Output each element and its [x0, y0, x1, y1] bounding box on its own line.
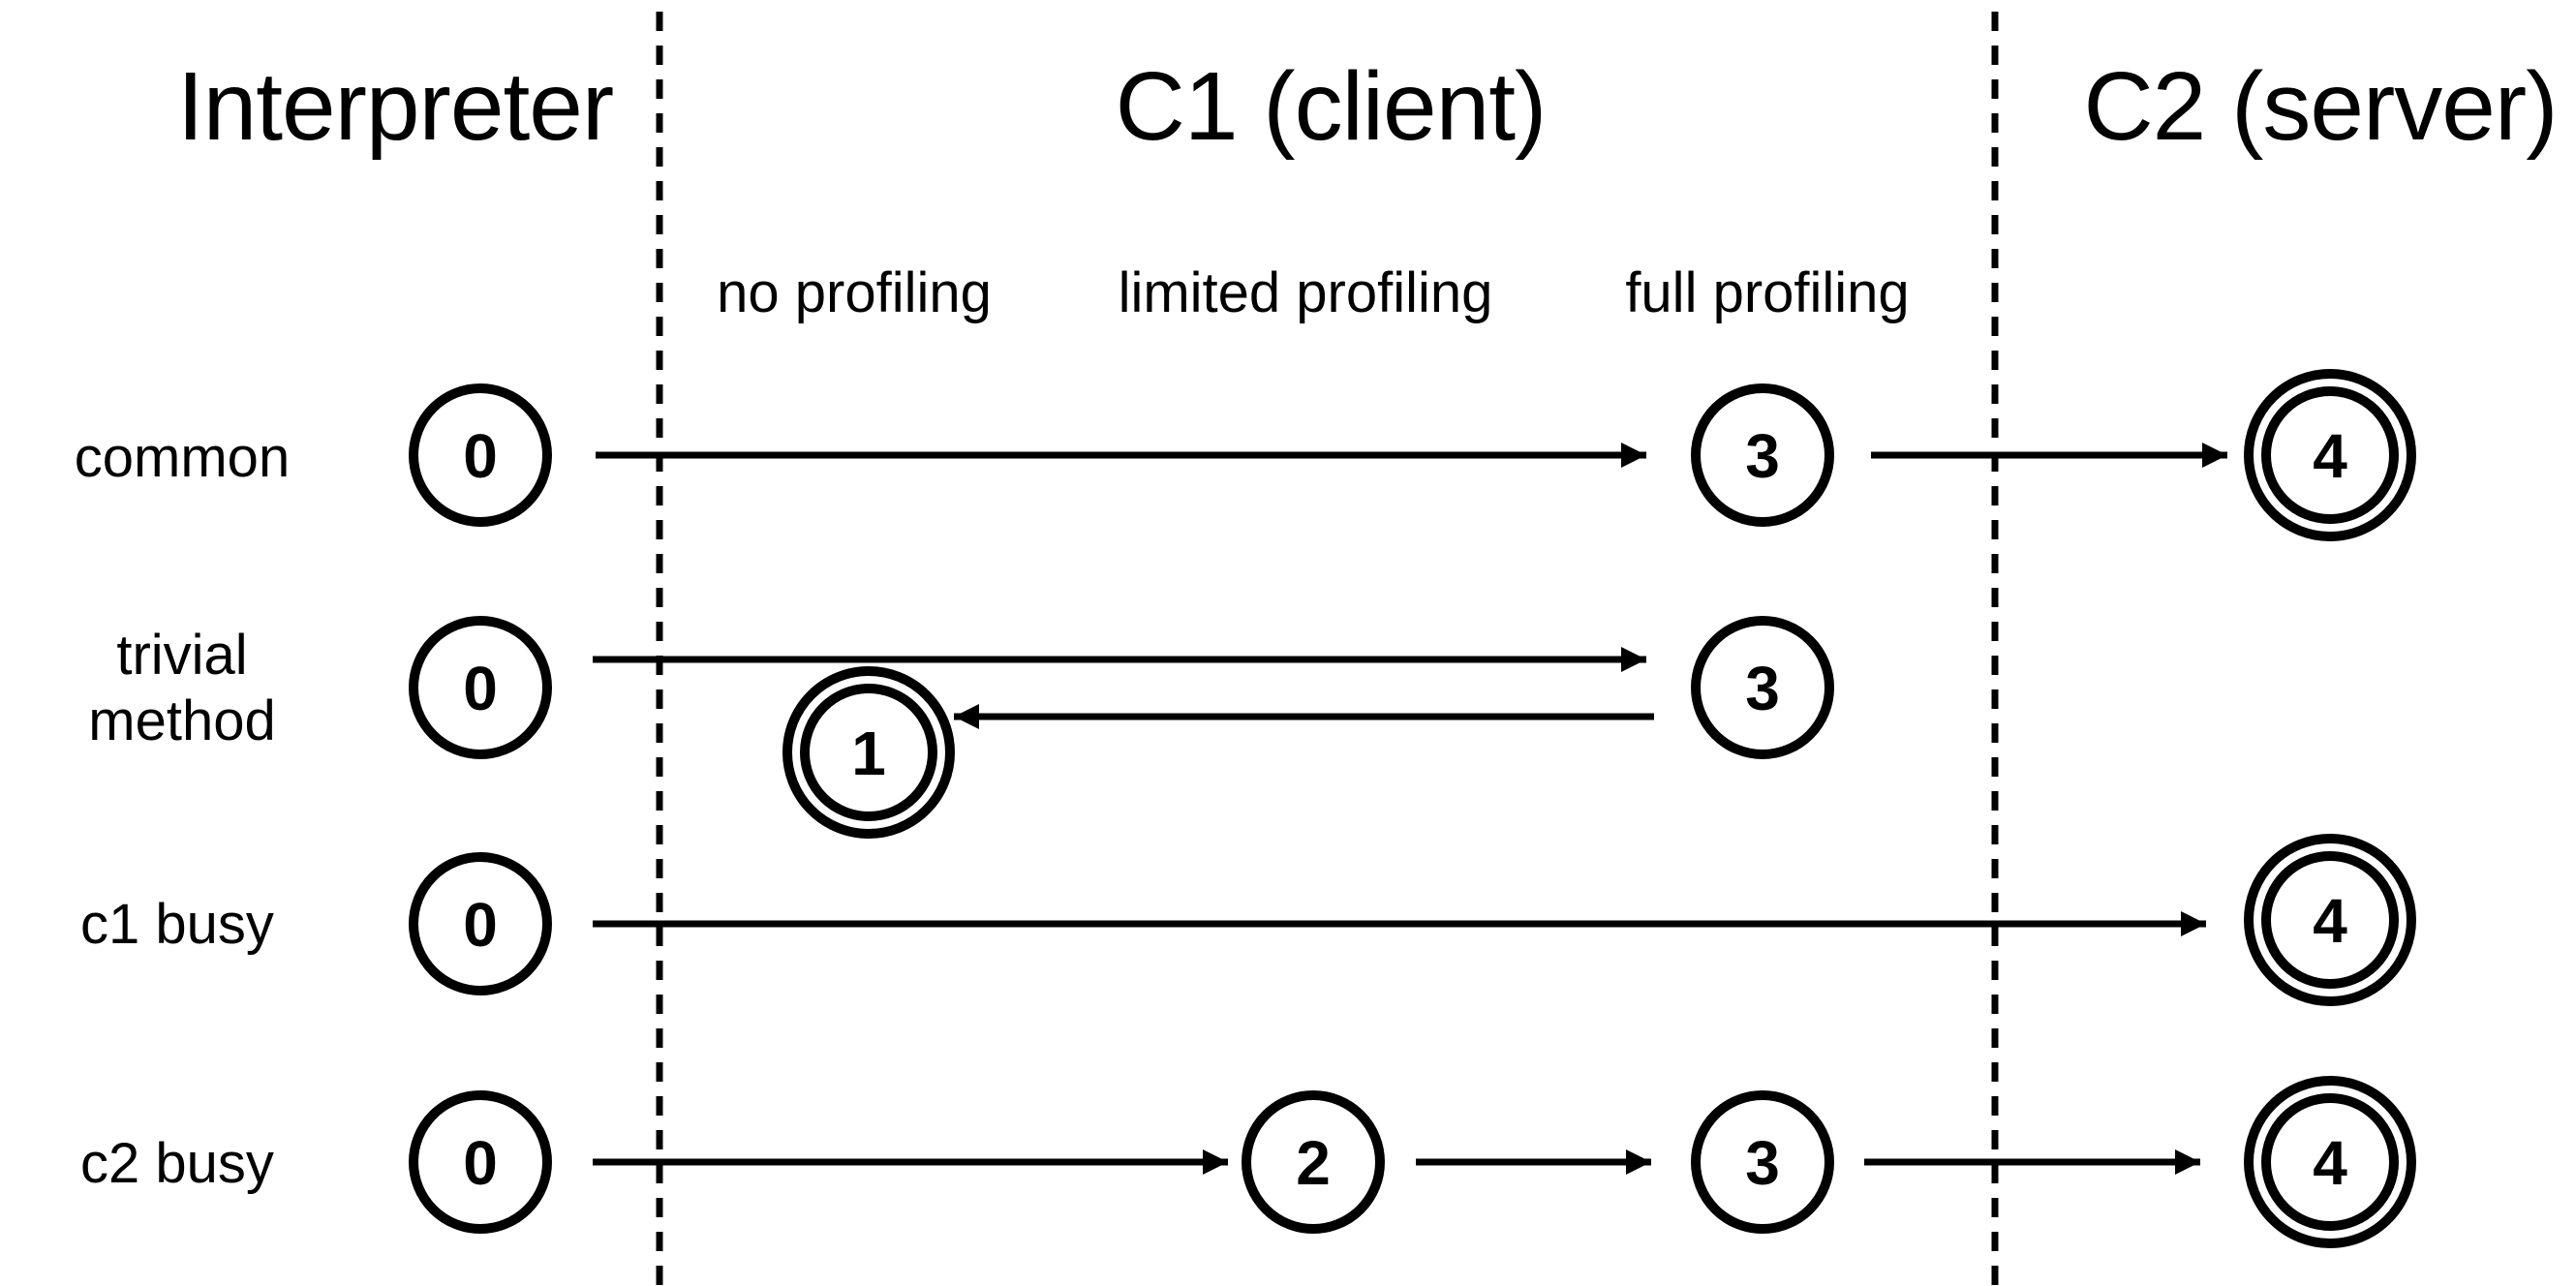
row-c2-busy: c2 busy 0 2 3 4 — [80, 1076, 2416, 1248]
state-node-level1-terminal: 1 — [782, 666, 955, 839]
row-label-trivial: trivial — [116, 624, 247, 687]
state-circle-inner-ring — [2261, 386, 2399, 524]
row-trivial-method: trivial method 0 3 1 — [88, 616, 1834, 839]
state-node-level4-terminal: 4 — [2244, 369, 2416, 541]
state-level-number: 1 — [851, 719, 886, 788]
state-level-number: 4 — [2313, 421, 2347, 491]
state-node-level0: 0 — [409, 383, 552, 527]
row-c1-busy: c1 busy 0 4 — [80, 834, 2416, 1006]
row-label-method: method — [88, 689, 275, 752]
state-circle — [1691, 1090, 1834, 1234]
state-node-level0: 0 — [409, 616, 552, 759]
state-node-level3: 3 — [1691, 616, 1834, 759]
row-common: common 0 3 4 — [75, 369, 2416, 541]
state-circle — [1242, 1090, 1385, 1234]
row-label-common: common — [75, 426, 290, 489]
state-circle — [1691, 616, 1834, 759]
state-node-level3: 3 — [1691, 383, 1834, 527]
column-header-c2-server: C2 (server) — [2083, 52, 2557, 161]
sublabel-limited-profiling: limited profiling — [1119, 261, 1493, 324]
state-level-number: 3 — [1745, 654, 1780, 723]
row-label-c2-busy: c2 busy — [80, 1132, 274, 1195]
column-header-c1-client: C1 (client) — [1116, 52, 1547, 161]
state-level-number: 3 — [1745, 1128, 1780, 1198]
row-label-c1-busy: c1 busy — [80, 893, 274, 956]
state-circle-inner-ring — [2261, 1093, 2399, 1231]
sublabel-no-profiling: no profiling — [717, 261, 992, 324]
state-level-number: 0 — [463, 421, 498, 491]
state-node-level3: 3 — [1691, 1090, 1834, 1234]
sublabel-full-profiling: full profiling — [1625, 261, 1909, 324]
column-header-interpreter: Interpreter — [177, 52, 613, 161]
state-level-number: 4 — [2313, 1128, 2347, 1198]
state-level-number: 4 — [2313, 886, 2347, 956]
state-level-number: 3 — [1745, 421, 1780, 491]
state-circle — [409, 1090, 552, 1234]
state-circle — [1691, 383, 1834, 527]
state-level-number: 0 — [463, 654, 498, 723]
state-node-level2: 2 — [1242, 1090, 1385, 1234]
state-circle — [409, 616, 552, 759]
state-node-level0: 0 — [409, 852, 552, 995]
state-circle-inner-ring — [2261, 851, 2399, 989]
state-level-number: 2 — [1296, 1128, 1331, 1198]
state-circle-inner-ring — [800, 684, 937, 821]
state-circle — [409, 852, 552, 995]
state-circle — [409, 383, 552, 527]
state-level-number: 0 — [463, 1128, 498, 1198]
state-node-level4-terminal: 4 — [2244, 1076, 2416, 1248]
state-node-level0: 0 — [409, 1090, 552, 1234]
state-node-level4-terminal: 4 — [2244, 834, 2416, 1006]
state-level-number: 0 — [463, 890, 498, 960]
